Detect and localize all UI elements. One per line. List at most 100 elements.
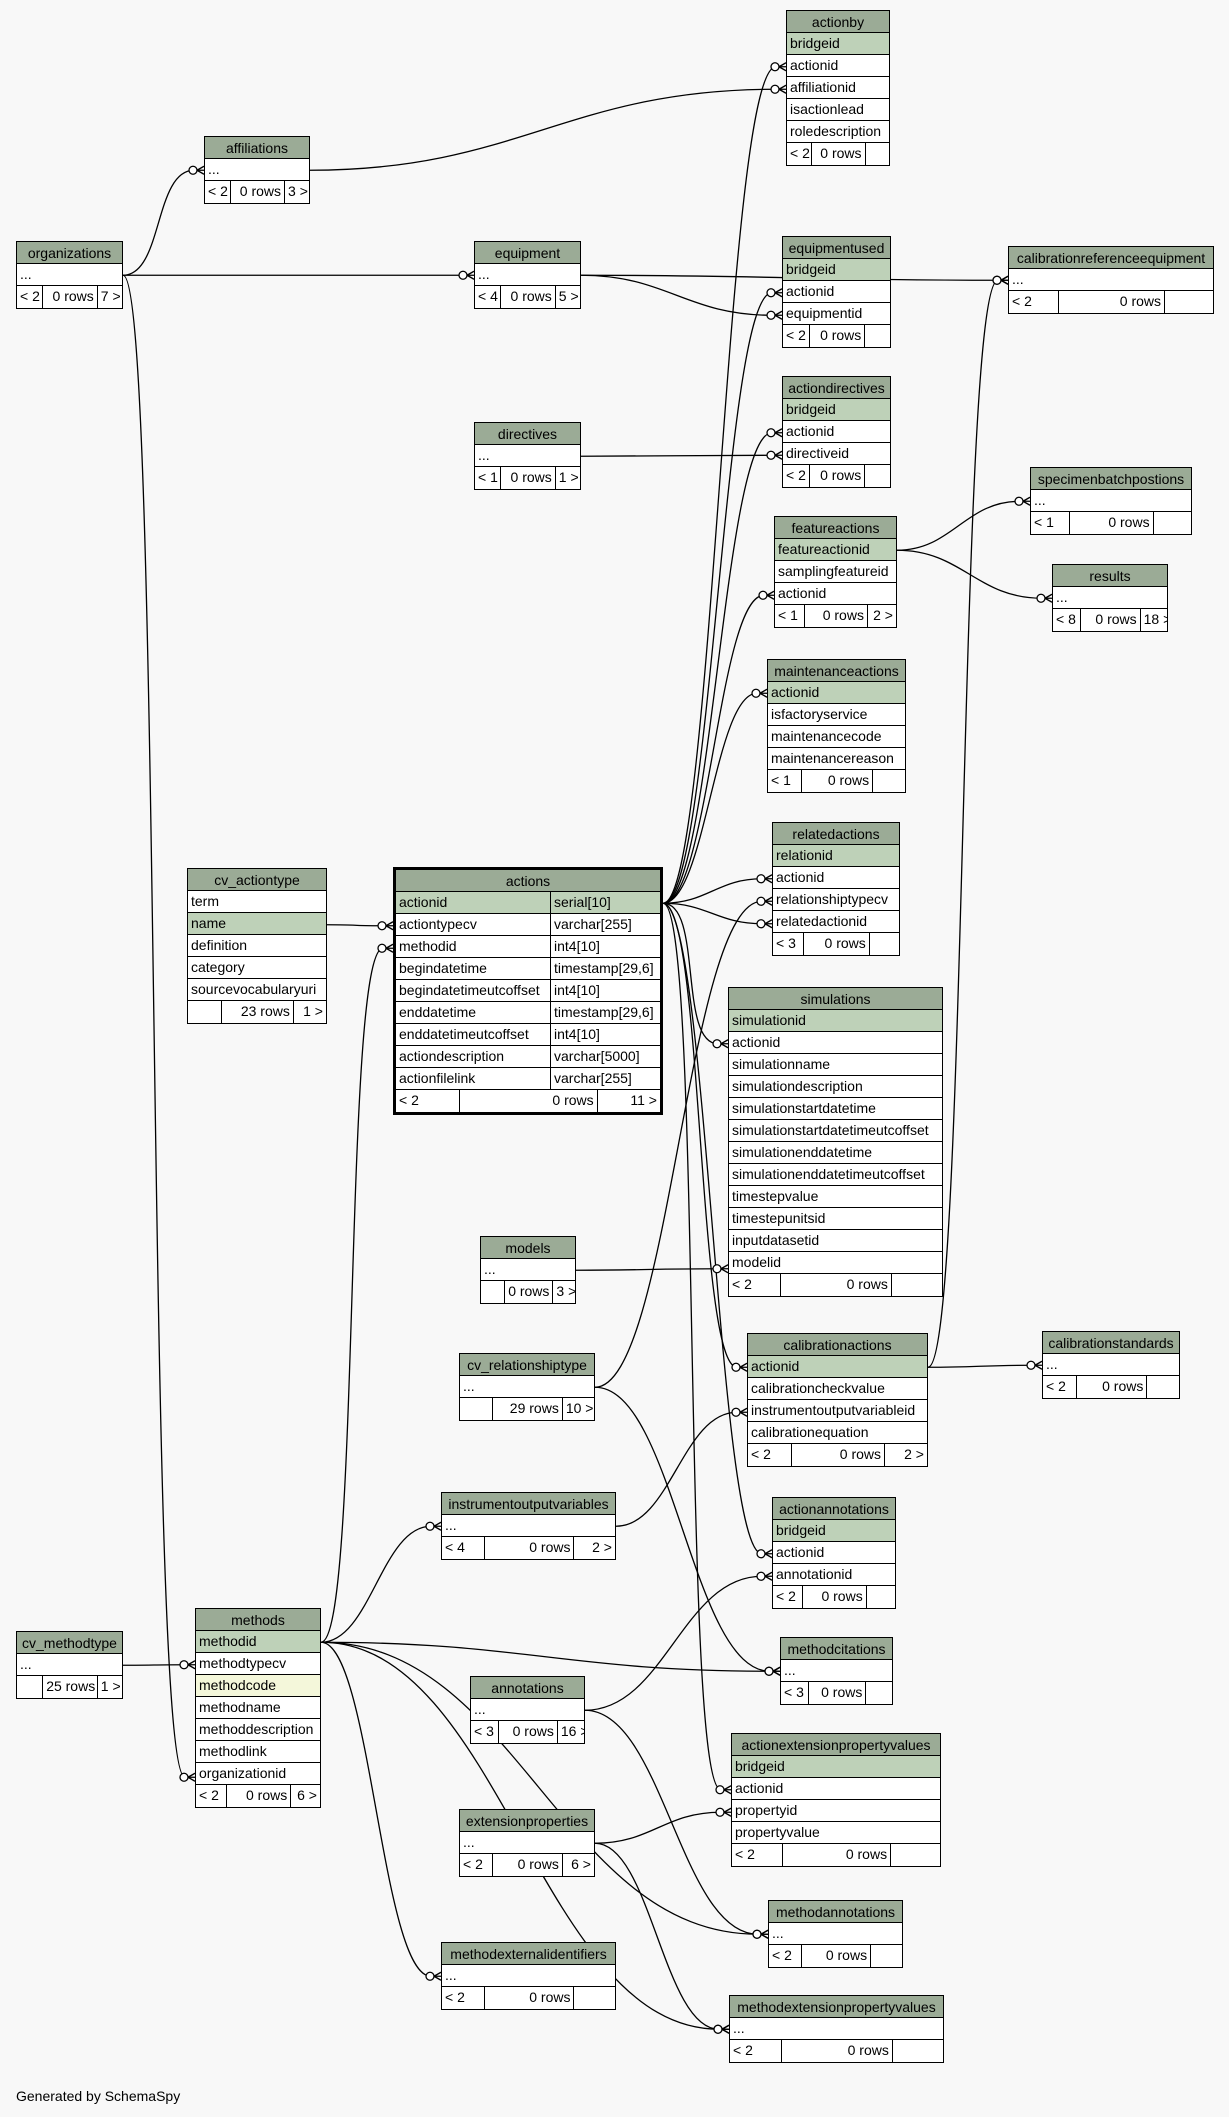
table-title[interactable]: annotations xyxy=(471,1677,584,1699)
table-title[interactable]: actionextensionpropertyvalues xyxy=(732,1734,940,1756)
table-title[interactable]: actionannotations xyxy=(773,1498,895,1520)
table-title[interactable]: calibrationreferenceequipment xyxy=(1009,247,1213,269)
table-title[interactable]: methods xyxy=(196,1609,320,1631)
optional-marker xyxy=(188,165,198,175)
table-title[interactable]: relatedactions xyxy=(773,823,899,845)
column-name: enddatetime xyxy=(399,1004,477,1020)
crows-foot-marker xyxy=(1000,275,1009,285)
table-title[interactable]: specimenbatchpostions xyxy=(1031,468,1191,490)
table-title[interactable]: instrumentoutputvariables xyxy=(442,1493,615,1515)
table-title[interactable]: methodextensionpropertyvalues xyxy=(730,1996,943,2018)
column-row: ... xyxy=(205,159,309,181)
column-row: ... xyxy=(730,2018,943,2040)
table-title[interactable]: actiondirectives xyxy=(783,377,890,399)
child-count: 5 > xyxy=(554,286,580,308)
table-title[interactable]: cv_relationshiptype xyxy=(460,1354,594,1376)
relationship-line xyxy=(927,279,1008,1368)
optional-marker xyxy=(425,1971,435,1981)
row-count: 0 rows xyxy=(790,1444,884,1466)
table-title[interactable]: featureactions xyxy=(775,517,896,539)
crows-foot-marker xyxy=(739,1362,748,1372)
optional-marker xyxy=(715,1807,725,1817)
child-count xyxy=(864,465,890,487)
table-title[interactable]: models xyxy=(481,1237,575,1259)
table-title[interactable]: actions xyxy=(396,870,660,892)
relationship-line xyxy=(594,900,772,1388)
table-title[interactable]: calibrationstandards xyxy=(1043,1332,1179,1354)
relationship-line xyxy=(662,594,774,904)
table-title[interactable]: cv_actiontype xyxy=(188,869,326,891)
column-name: ... xyxy=(474,1701,486,1717)
column-row: ... xyxy=(442,1965,615,1987)
parent-count xyxy=(188,1001,221,1023)
table-title[interactable]: results xyxy=(1053,565,1167,587)
table-title[interactable]: methodexternalidentifiers xyxy=(442,1943,615,1965)
column-name: actionid xyxy=(786,423,835,439)
table-title[interactable]: affiliations xyxy=(205,137,309,159)
column-row: ... xyxy=(475,264,580,286)
table-title[interactable]: methodannotations xyxy=(769,1901,902,1923)
table-title[interactable]: organizations xyxy=(17,242,122,264)
table-title[interactable]: maintenanceactions xyxy=(768,660,905,682)
table-title[interactable]: actionby xyxy=(787,11,889,33)
column-name: annotationid xyxy=(776,1566,853,1582)
table-title[interactable]: simulations xyxy=(729,988,942,1010)
crows-foot-marker xyxy=(774,288,783,298)
table-title[interactable]: cv_methodtype xyxy=(17,1632,122,1654)
column-name: bridgeid xyxy=(786,261,836,277)
table-title[interactable]: calibrationactions xyxy=(748,1334,927,1356)
column-name: affiliationid xyxy=(790,79,856,95)
child-count: 10 > xyxy=(561,1398,594,1420)
table-title[interactable]: extensionproperties xyxy=(460,1810,594,1832)
table-title[interactable]: directives xyxy=(475,423,580,445)
column-name: ... xyxy=(1056,589,1068,605)
column-name: modelid xyxy=(732,1254,782,1270)
column-type: int4[10] xyxy=(550,1024,660,1045)
relationship-line xyxy=(662,692,767,904)
column-row: actionid xyxy=(768,682,905,704)
parent-count: < 1 xyxy=(478,469,498,485)
relationship-line xyxy=(580,274,782,316)
table-title[interactable]: equipmentused xyxy=(783,237,890,259)
column-name: actionid xyxy=(399,894,448,910)
crows-foot-marker xyxy=(772,1666,781,1676)
table-title[interactable]: equipment xyxy=(475,242,580,264)
child-count xyxy=(870,1945,902,1967)
column-name: methoddescription xyxy=(199,1721,314,1737)
table-title[interactable]: methodcitations xyxy=(781,1638,892,1660)
